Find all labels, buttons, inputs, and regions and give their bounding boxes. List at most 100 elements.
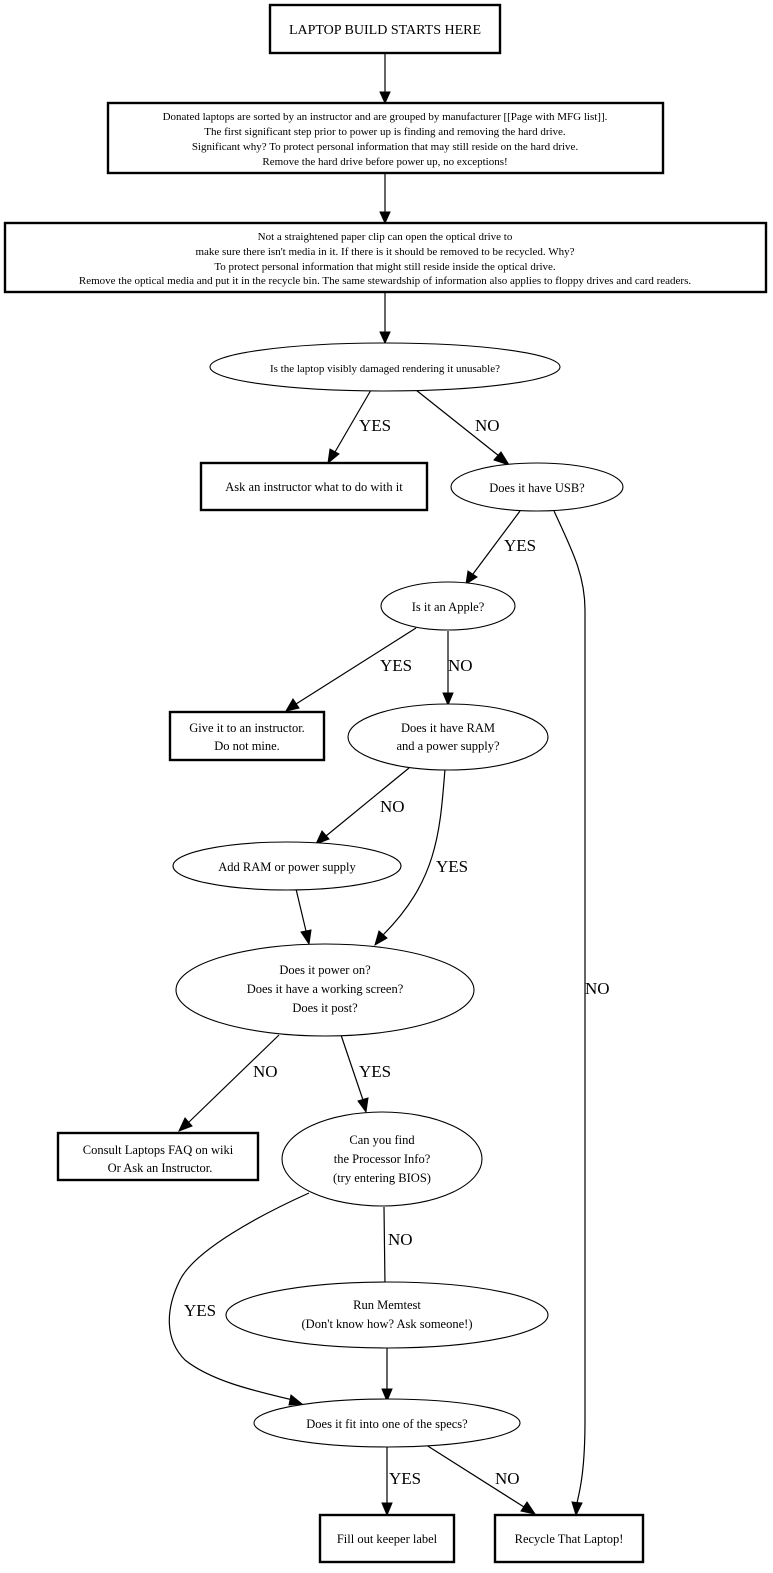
- node-give-instructor: Give it to an instructor. Do not mine.: [168, 710, 326, 762]
- edge-specs-to-keeper: YES: [381, 1446, 421, 1517]
- node-label: Significant why? To protect personal inf…: [192, 141, 579, 153]
- arrowhead: [327, 448, 340, 465]
- node-label: Is it an Apple?: [412, 600, 485, 614]
- arrowhead: [571, 1501, 583, 1517]
- edge-label-yes: YES: [184, 1301, 216, 1320]
- node-ram-psu: Does it have RAM and a power supply?: [347, 703, 549, 771]
- edge-sort-to-optical: [379, 173, 391, 225]
- node-label: Does it fit into one of the specs?: [306, 1417, 468, 1431]
- node-shape: [172, 841, 402, 891]
- edge-specs-to-recycle: NO: [422, 1442, 537, 1515]
- node-label: Run Memtest: [353, 1298, 421, 1312]
- edge-ram-psu-to-power-on: YES: [374, 768, 468, 947]
- node-label: Ask an instructor what to do with it: [225, 480, 403, 494]
- edge-damaged-to-ask-instructor: YES: [327, 389, 391, 465]
- node-apple: Is it an Apple?: [380, 581, 516, 631]
- node-shape: [225, 1281, 549, 1349]
- node-usb: Does it have USB?: [450, 462, 624, 512]
- node-keeper: Fill out keeper label: [318, 1513, 456, 1564]
- node-label: Fill out keeper label: [337, 1532, 438, 1546]
- arrowhead: [465, 570, 478, 586]
- edge-ram-psu-to-add-ram: NO: [315, 767, 410, 845]
- edge-label-no: NO: [475, 416, 500, 435]
- node-label: Recycle That Laptop!: [515, 1532, 624, 1546]
- edge-usb-to-apple: YES: [465, 510, 536, 586]
- edge-usb-to-recycle: NO: [553, 510, 610, 1517]
- arrowhead: [493, 451, 511, 466]
- node-power-on: Does it power on? Does it have a working…: [175, 943, 475, 1037]
- node-label: Add RAM or power supply: [218, 860, 356, 874]
- node-label: the Processor Info?: [334, 1152, 431, 1166]
- node-label: Remove the hard drive before power up, n…: [262, 156, 507, 168]
- arrowhead: [284, 698, 300, 712]
- node-label: LAPTOP BUILD STARTS HERE: [289, 23, 481, 38]
- arrowhead: [374, 930, 388, 947]
- node-shape: [56, 1131, 260, 1182]
- node-shape: [253, 1398, 521, 1448]
- node-label: Or Ask an Instructor.: [108, 1161, 213, 1175]
- node-label: Can you find: [349, 1133, 415, 1147]
- node-shape: [168, 710, 326, 762]
- edge-processor-to-specs: YES: [168, 1192, 310, 1406]
- arrowhead: [379, 211, 391, 225]
- node-shape: [175, 943, 475, 1037]
- node-label: Do not mine.: [214, 739, 280, 753]
- edge-apple-to-ram-psu: NO: [442, 631, 473, 707]
- node-shape: [3, 221, 768, 294]
- edge-label-yes: YES: [359, 416, 391, 435]
- edge-label-no: NO: [253, 1062, 278, 1081]
- node-label: Does it have a working screen?: [247, 982, 404, 996]
- arrowhead: [442, 692, 454, 707]
- node-label: make sure there isn't media in it. If th…: [195, 246, 574, 258]
- nodes: LAPTOP BUILD STARTS HERE Donated laptops…: [3, 3, 768, 1564]
- node-label: Give it to an instructor.: [189, 721, 305, 735]
- edge-label-yes: YES: [389, 1469, 421, 1488]
- node-shape: [281, 1111, 483, 1207]
- node-label: Does it post?: [292, 1001, 358, 1015]
- arrowhead: [379, 91, 391, 105]
- node-shape: [450, 462, 624, 512]
- node-add-ram: Add RAM or power supply: [172, 841, 402, 891]
- node-shape: [318, 1513, 456, 1564]
- node-optical: Not a straightened paper clip can open t…: [3, 221, 768, 294]
- edge-start-to-sort: [379, 53, 391, 105]
- node-label: Donated laptops are sorted by an instruc…: [163, 111, 608, 123]
- edges: YES NO YES NO YES NO: [168, 53, 610, 1517]
- edge-label-no: NO: [448, 656, 473, 675]
- edge-power-on-to-consult-faq: NO: [178, 1034, 280, 1132]
- node-label: and a power supply?: [396, 739, 500, 753]
- node-label: Does it have USB?: [489, 481, 585, 495]
- node-shape: [347, 703, 549, 771]
- edge-power-on-to-processor: YES: [340, 1034, 391, 1114]
- node-shape: [209, 342, 561, 392]
- node-consult-faq: Consult Laptops FAQ on wiki Or Ask an In…: [56, 1131, 260, 1182]
- node-shape: [199, 461, 429, 512]
- node-label: Does it power on?: [279, 963, 371, 977]
- node-recycle: Recycle That Laptop!: [493, 1513, 645, 1564]
- node-label: The first significant step prior to powe…: [204, 126, 566, 138]
- arrowhead: [381, 1502, 393, 1517]
- edge-label-yes: YES: [436, 857, 468, 876]
- node-label: Remove the optical media and put it in t…: [79, 275, 692, 287]
- node-start: LAPTOP BUILD STARTS HERE: [268, 3, 502, 55]
- arrowhead: [520, 1501, 537, 1515]
- arrowhead: [300, 929, 312, 946]
- edge-label-no: NO: [380, 797, 405, 816]
- node-label: Consult Laptops FAQ on wiki: [83, 1143, 234, 1157]
- node-memtest: Run Memtest (Don't know how? Ask someone…: [225, 1281, 549, 1349]
- node-label: Does it have RAM: [401, 721, 495, 735]
- arrowhead: [288, 1394, 304, 1406]
- arrowhead: [381, 1388, 393, 1403]
- node-label: Not a straightened paper clip can open t…: [258, 231, 513, 243]
- arrowhead: [357, 1097, 369, 1114]
- edge-label-no: NO: [388, 1230, 413, 1249]
- node-shape: [493, 1513, 645, 1564]
- arrowhead: [379, 331, 391, 345]
- edge-apple-to-give-instructor: YES: [284, 627, 417, 712]
- node-shape: [380, 581, 516, 631]
- node-label: Is the laptop visibly damaged rendering …: [270, 363, 500, 375]
- edge-add-ram-to-power-on: [295, 888, 312, 946]
- edge-label-yes: YES: [359, 1062, 391, 1081]
- edge-label-yes: YES: [504, 536, 536, 555]
